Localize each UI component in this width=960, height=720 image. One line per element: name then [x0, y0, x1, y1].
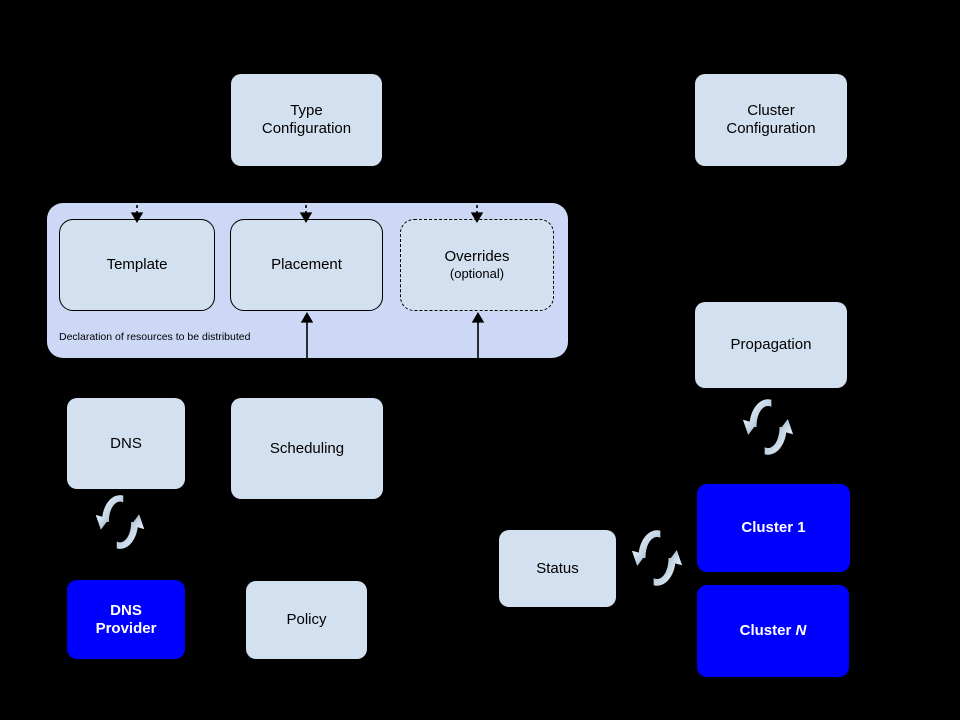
declaration-group-caption: Declaration of resources to be distribut…	[59, 331, 251, 343]
node-cluster-n[interactable]: Cluster N	[697, 585, 849, 677]
node-template-label: Template	[106, 256, 168, 273]
node-propagation[interactable]: Propagation	[695, 302, 847, 388]
type-config-line2: Configuration	[261, 120, 352, 137]
node-propagation-label: Propagation	[730, 336, 812, 353]
cluster-config-line2: Configuration	[726, 120, 816, 137]
node-type-configuration-label: Type Configuration	[262, 102, 351, 138]
sync-icon-propagation-sync	[742, 399, 794, 455]
sync-icon-status-sync	[631, 530, 683, 586]
dns-provider-line1: DNS	[110, 601, 142, 619]
node-dns-provider-label: DNS Provider	[96, 602, 157, 638]
node-overrides-label: Overrides (optional)	[444, 248, 509, 282]
node-placement[interactable]: Placement	[230, 219, 383, 311]
node-cluster-1-label: Cluster 1	[741, 519, 806, 536]
node-dns-label: DNS	[110, 434, 142, 452]
node-cluster-n-label: Cluster N	[740, 622, 807, 640]
cluster-config-line1: Cluster	[747, 102, 795, 119]
type-config-line1: Type	[290, 102, 323, 119]
cluster-n-italic: N	[795, 622, 807, 639]
dns-provider-line2: Provider	[95, 619, 157, 637]
cluster-n-prefix: Cluster	[739, 622, 796, 639]
node-overrides-title: Overrides	[444, 248, 510, 266]
node-cluster-1[interactable]: Cluster 1	[697, 484, 850, 572]
node-cluster-configuration[interactable]: Cluster Configuration	[695, 74, 847, 166]
node-template[interactable]: Template	[59, 219, 215, 311]
sync-icon-dns-sync	[95, 495, 145, 549]
node-policy-label: Policy	[286, 611, 327, 628]
node-cluster-configuration-label: Cluster Configuration	[726, 102, 815, 138]
node-policy[interactable]: Policy	[246, 581, 367, 659]
node-placement-label: Placement	[271, 256, 342, 273]
node-status-label: Status	[536, 559, 579, 577]
node-dns-provider[interactable]: DNS Provider	[67, 580, 185, 659]
node-dns[interactable]: DNS	[67, 398, 185, 489]
node-overrides-sublabel: (optional)	[449, 266, 505, 282]
node-overrides[interactable]: Overrides (optional)	[400, 219, 554, 311]
node-type-configuration[interactable]: Type Configuration	[231, 74, 382, 166]
node-status[interactable]: Status	[499, 530, 616, 607]
node-scheduling[interactable]: Scheduling	[231, 398, 383, 499]
node-scheduling-label: Scheduling	[269, 439, 345, 457]
